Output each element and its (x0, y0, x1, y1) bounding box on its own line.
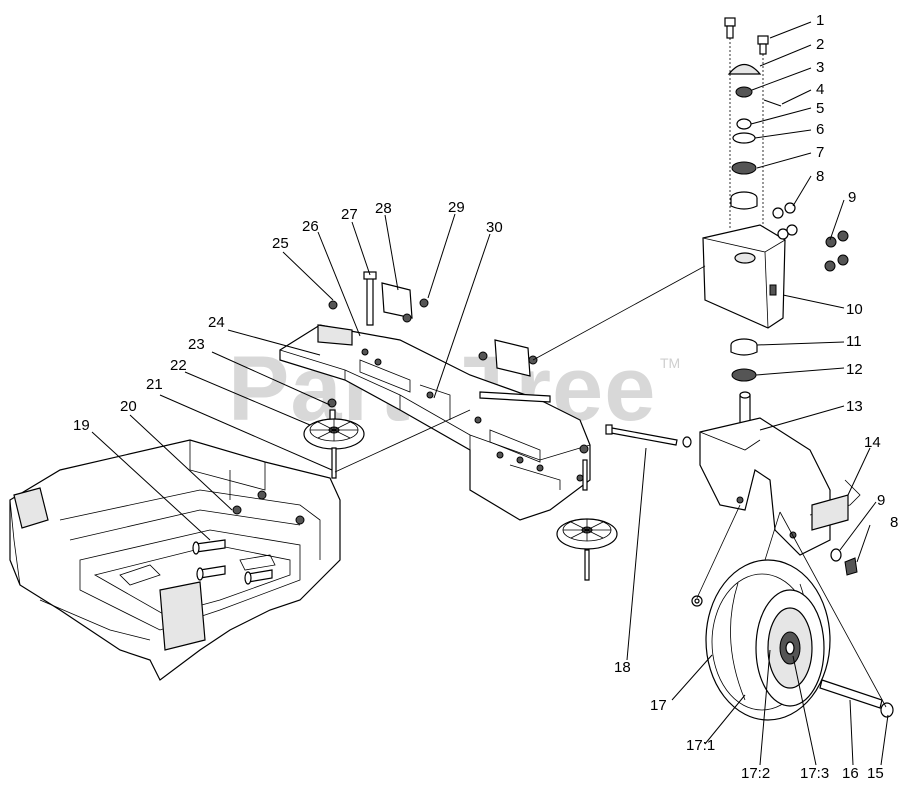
callout-2: 2 (816, 36, 824, 53)
callout-3: 3 (816, 59, 824, 76)
callout-11: 11 (846, 333, 862, 350)
callout-27: 27 (341, 206, 358, 223)
callout-16: 16 (842, 765, 859, 782)
callout-17: 17 (650, 697, 667, 714)
gauge-wheel-right (556, 518, 618, 581)
callout-21: 21 (146, 376, 163, 393)
long-bolt-drawing (605, 424, 692, 448)
callout-28: 28 (375, 200, 392, 217)
callout-26: 26 (302, 218, 319, 235)
callout-8-lower: 8 (890, 514, 898, 531)
callout-7: 7 (816, 144, 824, 161)
gauge-wheel-left (303, 418, 365, 479)
callout-12: 12 (846, 361, 863, 378)
callout-19: 19 (73, 417, 90, 434)
caster-wheel-drawing (691, 559, 894, 721)
deck-bracket-drawing (279, 271, 591, 521)
callout-9: 9 (848, 189, 856, 206)
callout-14: 14 (864, 434, 881, 451)
callout-22: 22 (170, 357, 187, 374)
callout-18: 18 (614, 659, 631, 676)
trademark-text: TM (660, 355, 680, 371)
callout-4: 4 (816, 81, 824, 98)
callout-17-2: 17:2 (741, 765, 770, 782)
callout-23: 23 (188, 336, 205, 353)
callout-1: 1 (816, 12, 824, 29)
callout-9-lower: 9 (877, 492, 885, 509)
callout-10: 10 (846, 301, 863, 318)
mower-frame-drawing (9, 439, 341, 681)
callout-6: 6 (816, 121, 824, 138)
callout-13: 13 (846, 398, 863, 415)
callout-15: 15 (867, 765, 884, 782)
callout-25: 25 (272, 235, 289, 252)
callout-8: 8 (816, 168, 824, 185)
callout-20: 20 (120, 398, 137, 415)
caster-assembly-drawing (699, 17, 861, 576)
callout-24: 24 (208, 314, 225, 331)
callout-17-3: 17:3 (800, 765, 829, 782)
leader-lines (91, 21, 889, 766)
callout-labels: 1 2 3 4 5 6 7 8 9 10 11 12 13 14 9 8 15 … (73, 12, 898, 782)
callout-30: 30 (486, 219, 503, 236)
callout-5: 5 (816, 100, 824, 117)
callout-17-1: 17:1 (686, 737, 715, 754)
callout-29: 29 (448, 199, 465, 216)
